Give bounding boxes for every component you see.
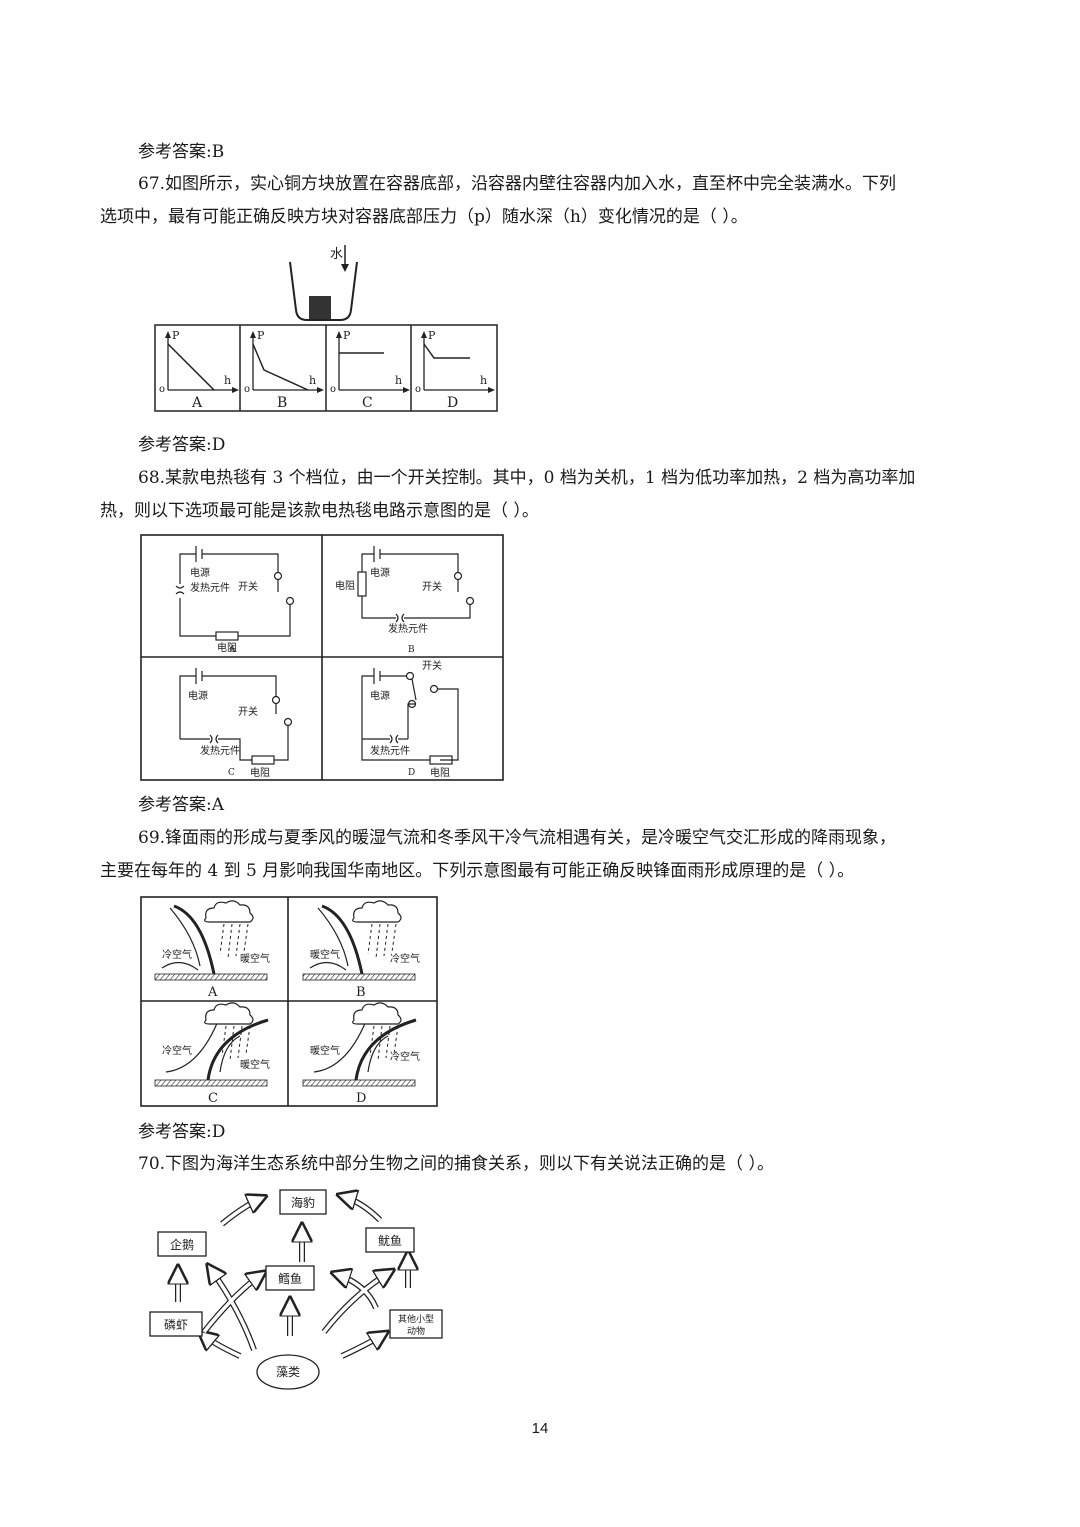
svg-text:电源: 电源: [190, 566, 210, 579]
option-b-label: B: [277, 395, 287, 411]
svg-text:发热元件: 发热元件: [190, 581, 230, 594]
front-a-label: A: [207, 985, 218, 1000]
svg-text:P: P: [172, 329, 180, 342]
q67-answer: 参考答案:D: [138, 435, 226, 455]
circuit-d: [361, 668, 459, 765]
q66-answer: 参考答案:B: [138, 142, 225, 162]
svg-text:鳕鱼: 鳕鱼: [278, 1272, 302, 1286]
svg-text:电阻: 电阻: [217, 641, 237, 654]
svg-text:电源: 电源: [370, 689, 390, 702]
svg-text:电源: 电源: [188, 689, 208, 702]
svg-text:藻类: 藻类: [276, 1365, 300, 1379]
svg-text:暖空气: 暖空气: [240, 1058, 270, 1071]
front-diagram-a: 冷空气 暖空气 A: [154, 900, 270, 1000]
svg-text:电源: 电源: [370, 566, 390, 579]
svg-text:磷虾: 磷虾: [164, 1317, 188, 1332]
svg-text:其他小型: 其他小型: [398, 1313, 434, 1325]
circuit-c: [179, 668, 293, 765]
svg-text:开关: 开关: [422, 659, 442, 672]
node-other-small-animals: 其他小型 动物: [389, 1309, 443, 1339]
node-krill: 磷虾: [149, 1311, 203, 1337]
q70-food-web: 海豹 企鹅 鱿鱼 鳕鱼 磷虾 其他小型 动物 藻类: [149, 1184, 443, 1390]
graph-b: P h o B: [244, 329, 324, 411]
svg-text:h: h: [480, 374, 487, 387]
svg-text:冷空气: 冷空气: [162, 1044, 192, 1057]
svg-text:暖空气: 暖空气: [240, 952, 270, 965]
q67-figure: 水 P h o A P h o B P h o C: [154, 245, 498, 412]
graph-a: P h o A: [159, 329, 239, 411]
option-c-label: C: [362, 395, 373, 411]
circuit-d-label: D: [408, 768, 415, 778]
svg-text:冷空气: 冷空气: [390, 952, 420, 965]
graph-c: P h o C: [330, 329, 410, 411]
circuit-b: [357, 546, 475, 623]
svg-text:o: o: [330, 384, 336, 395]
q67-text-line2: 选项中，最有可能正确反映方块对容器底部压力（p）随水深（h）变化情况的是（ ）。: [100, 207, 748, 227]
q69-answer: 参考答案:D: [138, 1122, 226, 1142]
front-d-label: D: [356, 1091, 366, 1106]
svg-text:电阻: 电阻: [335, 579, 355, 592]
svg-text:发热元件: 发热元件: [370, 744, 410, 757]
q68-figure: 电源 发热元件 开关 电阻 A 电阻 电源 开关 发热元件 B 电源 开关 发热…: [140, 534, 504, 781]
q67-text-line1: 67.如图所示，实心铜方块放置在容器底部，沿容器内壁往容器内加入水，直至杯中完全…: [138, 174, 897, 194]
circuit-a: [175, 546, 295, 641]
svg-text:发热元件: 发热元件: [388, 622, 428, 635]
node-seal: 海豹: [279, 1189, 327, 1215]
circuit-c-label: C: [228, 768, 235, 778]
svg-text:动物: 动物: [407, 1325, 425, 1337]
water-label: 水: [330, 247, 343, 262]
q69-text-line1: 69.锋面雨的形成与夏季风的暖湿气流和冬季风干冷气流相遇有关，是冷暖空气交汇形成…: [138, 828, 897, 848]
svg-text:企鹅: 企鹅: [170, 1237, 194, 1252]
svg-text:P: P: [257, 329, 265, 342]
svg-text:P: P: [343, 329, 351, 342]
node-squid: 鱿鱼: [365, 1227, 415, 1253]
q70-text-line1: 70.下图为海洋生态系统中部分生物之间的捕食关系，则以下有关说法正确的是（ ）。: [138, 1154, 774, 1174]
circuit-a-label: A: [228, 645, 236, 655]
option-a-label: A: [191, 395, 203, 411]
svg-text:冷空气: 冷空气: [390, 1050, 420, 1063]
front-diagram-c: 冷空气 暖空气 C: [154, 1002, 270, 1106]
svg-text:电阻: 电阻: [250, 766, 270, 779]
q69-text-line2: 主要在每年的 4 到 5 月影响我国华南地区。下列示意图最有可能正确反映锋面雨形…: [100, 861, 855, 881]
svg-text:开关: 开关: [238, 580, 258, 593]
svg-text:电阻: 电阻: [430, 766, 450, 779]
svg-text:o: o: [244, 384, 250, 395]
front-diagram-b: 暖空气 冷空气 B: [302, 900, 420, 1000]
svg-text:鱿鱼: 鱿鱼: [378, 1233, 402, 1248]
svg-text:开关: 开关: [422, 580, 442, 593]
svg-text:开关: 开关: [238, 705, 258, 718]
svg-text:h: h: [309, 374, 316, 387]
svg-text:发热元件: 发热元件: [200, 744, 240, 757]
front-diagram-d: 暖空气 冷空气 D: [302, 1002, 420, 1106]
q68-text-line2: 热，则以下选项最可能是该款电热毯电路示意图的是（ ）。: [100, 501, 539, 521]
front-b-label: B: [356, 985, 366, 1000]
option-d-label: D: [447, 395, 458, 411]
svg-text:h: h: [395, 374, 402, 387]
page-number: 14: [531, 1420, 549, 1437]
node-algae: 藻类: [256, 1354, 320, 1390]
graph-d: P h o D: [415, 329, 495, 411]
svg-text:o: o: [415, 384, 421, 395]
svg-text:海豹: 海豹: [291, 1195, 315, 1210]
circuit-b-label: B: [408, 645, 415, 655]
copper-block: [309, 296, 331, 319]
q68-text-line1: 68.某款电热毯有 3 个档位，由一个开关控制。其中，0 档为关机，1 档为低功…: [138, 468, 916, 488]
q68-answer: 参考答案:A: [138, 795, 225, 815]
svg-text:暖空气: 暖空气: [310, 1044, 340, 1057]
svg-text:冷空气: 冷空气: [162, 948, 192, 961]
node-penguin: 企鹅: [157, 1231, 207, 1257]
svg-text:o: o: [159, 384, 165, 395]
svg-text:暖空气: 暖空气: [310, 948, 340, 961]
svg-text:h: h: [224, 374, 231, 387]
q69-figure: 冷空气 暖空气 A 暖空气 冷空气 B 冷空气 暖空气 C 暖空气 冷空气 D: [140, 896, 438, 1107]
front-c-label: C: [208, 1091, 218, 1106]
svg-text:P: P: [428, 329, 436, 342]
node-cod: 鳕鱼: [265, 1265, 315, 1291]
